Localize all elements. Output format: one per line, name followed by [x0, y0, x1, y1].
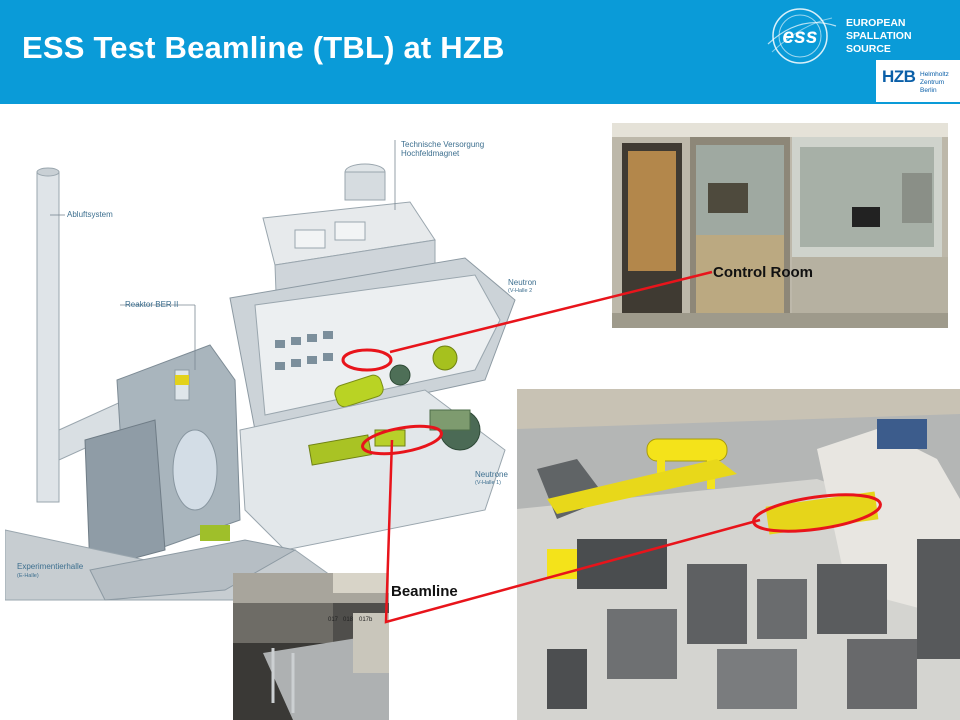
control-room-label: Control Room	[713, 264, 813, 281]
ess-mark: ess	[782, 25, 817, 48]
beamline-bench-photo: 017 018 017b	[233, 573, 389, 720]
hzb-mark: HZB	[882, 67, 916, 86]
hzb-sub-2: Zentrum Berlin	[920, 79, 945, 94]
control-room-photo	[612, 123, 948, 328]
cutaway-drawing	[5, 140, 516, 601]
hzb-subtitle: Helmholtz Zentrum Berlin	[920, 71, 960, 95]
label-neutron-2: Neutron	[508, 278, 537, 287]
label-reaktor: Reaktor BER II	[125, 300, 179, 309]
label-halle-2: (V-Halle 2	[508, 288, 533, 294]
slide-title: ESS Test Beamline (TBL) at HZB	[22, 30, 505, 65]
ess-line-1: EUROPEAN	[846, 17, 906, 29]
ess-wordmark: EUROPEAN SPALLATION SOURCE	[846, 17, 912, 56]
bench-tag-3: 017b	[359, 617, 373, 623]
beamline-label: Beamline	[391, 583, 458, 600]
highlight-ellipse-upper	[341, 348, 393, 372]
header-band: ESS Test Beamline (TBL) at HZB ess EUROP…	[0, 0, 960, 104]
label-experimentierhalle: Experimentierhalle	[17, 562, 84, 571]
label-technische-2: Hochfeldmagnet	[401, 149, 460, 158]
label-halle-1: (V-Halle 1)	[475, 480, 501, 486]
hzb-sub-1: Helmholtz	[920, 71, 949, 78]
bench-tag-1: 017	[328, 617, 339, 623]
label-technische-1: Technische Versorgung	[401, 140, 485, 149]
ess-line-2: SPALLATION	[846, 30, 912, 42]
bench-tag-2: 018	[343, 617, 354, 623]
bench-image	[233, 573, 389, 720]
label-neutronen-1: Neutrone	[475, 470, 508, 479]
model-image	[517, 389, 960, 720]
label-abluftsystem: Abluftsystem	[67, 210, 113, 219]
label-technische: Technische Versorgung Hochfeldmagnet	[401, 140, 484, 158]
beamline-model-photo	[517, 389, 960, 720]
control-room-image	[612, 123, 948, 328]
ess-logo-icon: ess	[767, 8, 837, 64]
hzb-logo: HZB Helmholtz Zentrum Berlin	[876, 60, 960, 102]
ess-line-3: SOURCE	[846, 43, 891, 55]
facility-cutaway-illustration: Abluftsystem Reaktor BER II Technische V…	[5, 130, 565, 610]
label-e-halle: (E-Halle)	[17, 573, 39, 579]
